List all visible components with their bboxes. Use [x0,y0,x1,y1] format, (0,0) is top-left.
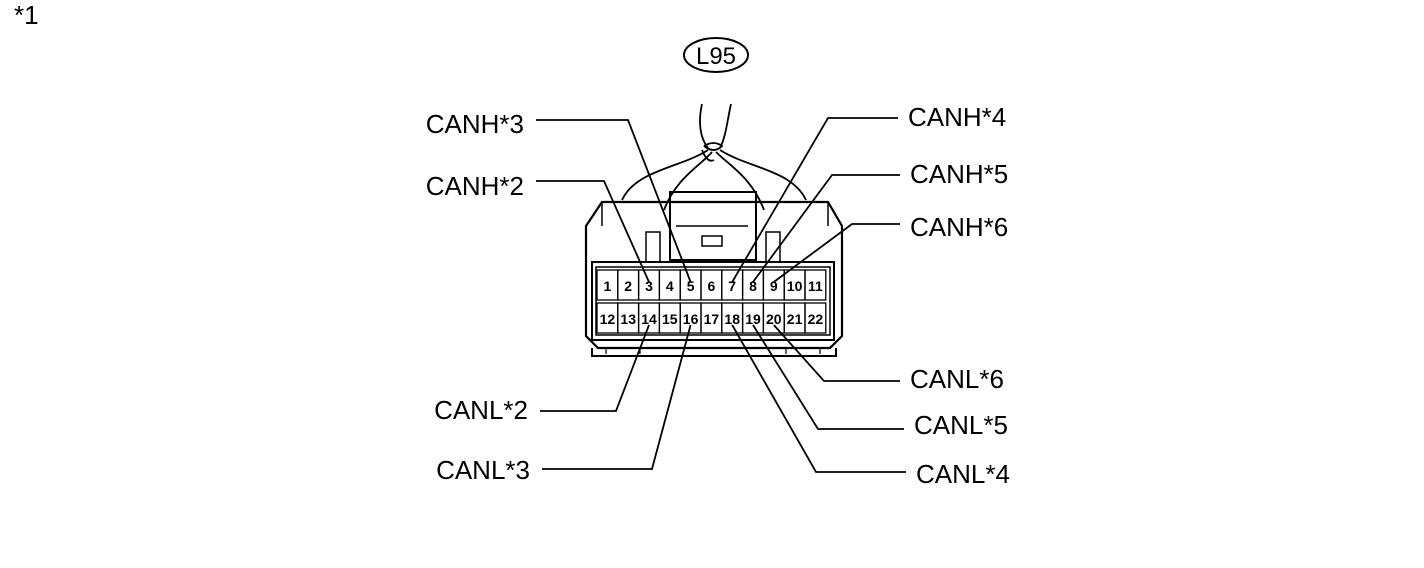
leader-line [536,119,692,283]
pin-number: 15 [662,311,678,327]
leader-line [731,117,898,283]
leader-line [752,324,904,430]
leader-line [540,324,650,412]
leader-line [773,223,900,283]
pin-number: 12 [600,311,616,327]
pin-number: 14 [641,311,657,327]
callout-leaders [536,117,906,473]
pin-cell [804,269,827,301]
callout-label: CANL*2 [434,395,528,425]
pin-number: 11 [808,278,823,294]
connector-code: L95 [696,43,736,70]
callout-label: CANH*5 [910,159,1008,189]
callout-label: CANL*4 [916,459,1010,489]
callout-label: CANH*4 [908,102,1006,132]
pin-number: 13 [620,311,636,327]
wire-harness [621,103,807,211]
leader-line [536,180,650,283]
callout-label: CANH*6 [910,212,1008,242]
pin-number: 19 [745,311,761,327]
pin-number: 16 [683,311,699,327]
leader-line [752,174,900,283]
pin-number: 20 [766,311,782,327]
leader-line [542,324,692,470]
pin-number: 22 [808,311,824,327]
pin-number: 7 [728,278,736,294]
pin-number: 3 [645,278,653,294]
leader-line [731,324,906,473]
pin-number: 8 [749,278,757,294]
callout-label: CANL*3 [436,455,530,485]
callout-label: CANL*6 [910,364,1004,394]
pin-number: 10 [787,278,803,294]
connector-housing [584,191,844,357]
pin-number: 18 [724,311,740,327]
pin-number: 21 [787,311,803,327]
pin-number: 6 [708,278,716,294]
pin-number: 17 [704,311,720,327]
pin-number: 5 [687,278,695,294]
pin-number: 9 [770,278,778,294]
callout-label: CANH*2 [426,171,524,201]
pin-number: 4 [666,278,674,294]
leader-line [773,324,900,382]
pin-number: 1 [604,278,612,294]
connector-code-badge: L95 [683,37,749,73]
pin-cell [804,302,827,334]
callout-label: CANH*3 [426,109,524,139]
callout-label: CANL*5 [914,410,1008,440]
figure-ref: *1 [14,0,39,30]
pin-number: 2 [624,278,632,294]
